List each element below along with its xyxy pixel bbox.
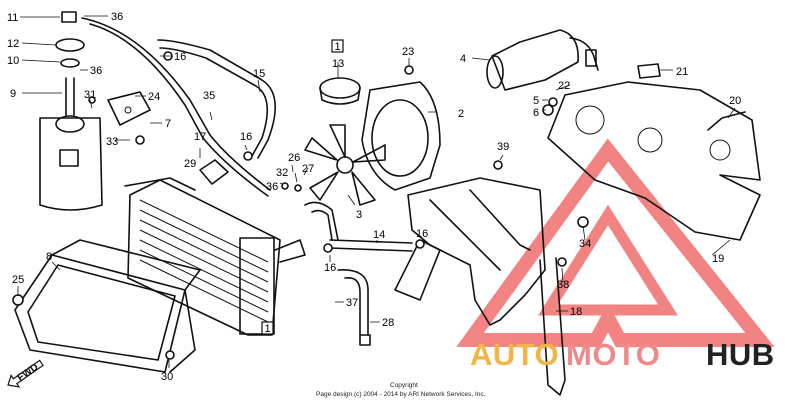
bracket-7 (107, 91, 151, 126)
watermark-hub: HUB (706, 337, 775, 372)
callout-24: 24 (148, 91, 160, 103)
forward-direction-arrow: FWD (7, 359, 44, 388)
boxed-label-text: 1 (335, 41, 341, 53)
callout-6: 6 (533, 107, 539, 119)
copyright-line-1: Copyright (390, 382, 418, 389)
boxed-label-1-top: 1 (331, 39, 344, 53)
callout-12: 12 (7, 38, 19, 50)
frame-bracket (394, 177, 546, 326)
callout-16: 16 (240, 131, 252, 143)
fan-motor (486, 29, 599, 91)
callout-20: 20 (729, 95, 741, 107)
callout-21: 21 (676, 66, 688, 78)
fan-shroud (361, 81, 441, 191)
callout-15: 15 (253, 68, 265, 80)
callout-4: 4 (460, 53, 466, 65)
callout-27: 27 (302, 163, 314, 175)
callout-23: 23 (402, 46, 414, 58)
overflow-hose (157, 39, 277, 159)
boxed-label-text: 1 (265, 323, 271, 335)
water-hose-14 (329, 239, 413, 252)
callout-8: 8 (46, 251, 52, 263)
callout-29: 29 (184, 158, 196, 170)
stay-rod (539, 257, 566, 396)
callout-36: 36 (90, 65, 102, 77)
callout-22: 22 (558, 80, 570, 92)
copyright-footer: Copyright Page design (c) 2004 - 2014 by… (316, 382, 486, 398)
callout-14: 14 (373, 229, 385, 241)
radiator (124, 177, 306, 336)
callout-35: 35 (203, 90, 215, 102)
mounting-plate (547, 81, 761, 241)
callout-30: 30 (161, 371, 173, 383)
callout-38: 38 (557, 279, 569, 291)
callout-7: 7 (165, 118, 171, 130)
callout-18: 18 (570, 306, 582, 318)
callout-13: 13 (332, 58, 344, 70)
reservoir-tank (39, 115, 103, 211)
watermark-wordmark: AUTO MOTO HUB (470, 337, 775, 372)
callout-31: 31 (84, 89, 96, 101)
callout-numbers: 11 36 12 10 36 9 31 24 7 33 16 15 35 17 … (7, 11, 741, 383)
water-hose-28 (337, 269, 371, 346)
callout-2: 2 (458, 108, 464, 120)
callout-9: 9 (10, 88, 16, 100)
callout-37: 37 (346, 297, 358, 309)
leader-lines (17, 15, 736, 368)
callout-17: 17 (194, 131, 206, 143)
radiator-shroud (14, 239, 201, 373)
callout-26: 26 (288, 152, 300, 164)
water-pipe (304, 201, 339, 241)
siphon-hose (81, 17, 271, 197)
watermark-triangle-logo (456, 138, 775, 347)
callout-5: 5 (533, 95, 539, 107)
thermo-switch (199, 159, 229, 185)
callout-19: 19 (712, 253, 724, 265)
boxed-label-1-bottom: 1 (261, 321, 274, 335)
callout-36: 36 (111, 11, 123, 23)
callout-36: 36 (266, 181, 278, 193)
reservoir-cap (55, 11, 85, 68)
spacer-21 (637, 63, 661, 79)
callout-28: 28 (382, 317, 394, 329)
reservoir-tube (65, 77, 75, 116)
callout-33: 33 (106, 136, 118, 148)
callout-32: 32 (276, 167, 288, 179)
callout-11: 11 (7, 12, 18, 24)
callout-25: 25 (12, 274, 24, 286)
callout-16: 16 (174, 51, 186, 63)
callout-39: 39 (497, 141, 509, 153)
hose-20 (707, 111, 746, 131)
callout-10: 10 (7, 55, 19, 67)
callout-34: 34 (579, 238, 591, 250)
watermark-moto: MOTO (566, 337, 660, 372)
watermark-auto: AUTO (470, 337, 559, 372)
callout-16: 16 (416, 228, 428, 240)
copyright-line-2: Page design (c) 2004 - 2014 by ARI Netwo… (316, 391, 486, 398)
callout-3: 3 (356, 209, 362, 221)
radiator-cap (319, 77, 361, 105)
callout-16: 16 (324, 262, 336, 274)
cooling-fan (304, 124, 386, 206)
